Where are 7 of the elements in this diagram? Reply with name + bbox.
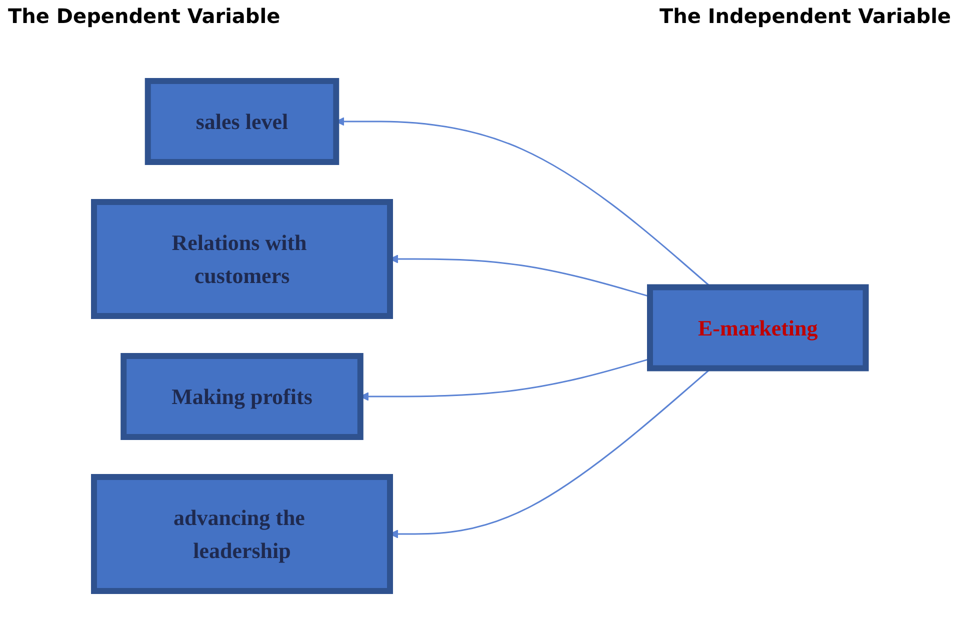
- node-box: sales level: [144, 78, 339, 165]
- column-heading: The Independent Variable: [659, 4, 951, 30]
- node-box: advancing the leadership: [90, 474, 393, 594]
- column-heading: The Dependent Variable: [8, 4, 280, 30]
- node-box: Relations with customers: [90, 199, 393, 319]
- node-box: Making profits: [120, 353, 363, 440]
- node-box: E-marketing: [646, 284, 868, 372]
